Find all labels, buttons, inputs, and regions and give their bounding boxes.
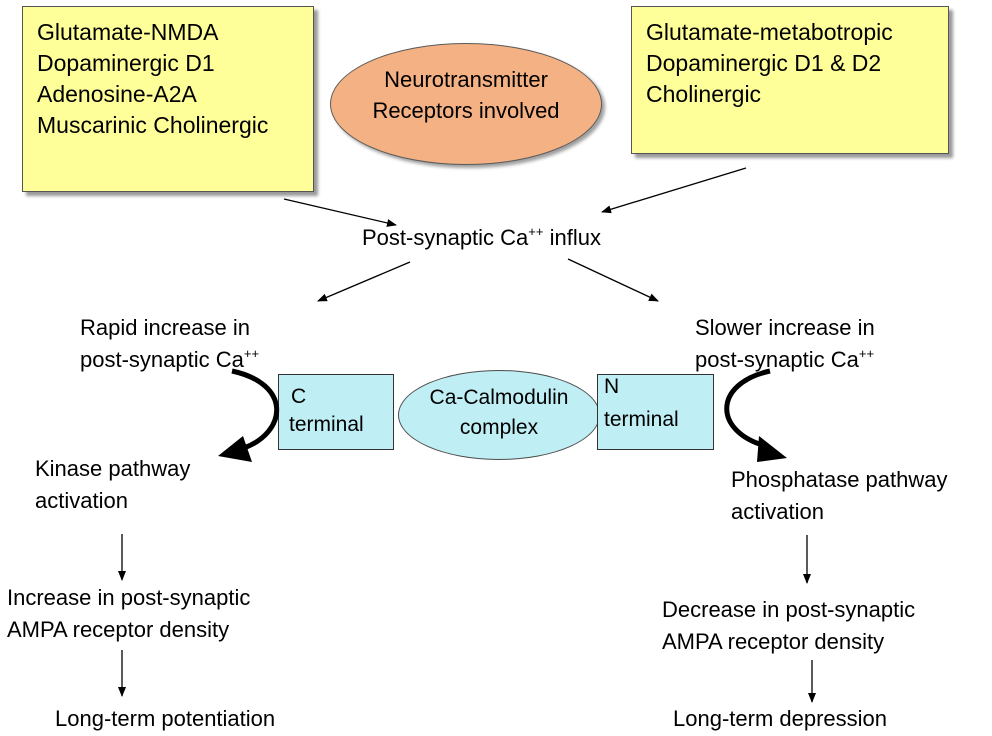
rapid-increase-label: Rapid increase in post-synaptic Ca++ xyxy=(80,315,260,372)
arrow-left-box-to-influx xyxy=(283,198,397,227)
c-terminal-box: C terminal xyxy=(278,374,394,450)
receptor-right-3: Cholinergic xyxy=(646,81,762,107)
receptor-left-2: Dopaminergic D1 xyxy=(37,50,215,76)
receptors-left-box: Glutamate-NMDA Dopaminergic D1 Adenosine… xyxy=(22,6,314,192)
n-terminal-box: N terminal xyxy=(597,374,714,450)
oval-line-1: Neurotransmitter xyxy=(384,67,548,92)
kinase-label: Kinase pathway activation xyxy=(35,456,191,513)
receptor-left-3: Adenosine-A2A xyxy=(37,81,197,107)
arrow-influx-to-slower xyxy=(567,258,659,302)
neurotransmitter-oval: Neurotransmitter Receptors involved xyxy=(330,43,602,165)
slower-increase-label: Slower increase in post-synaptic Ca++ xyxy=(695,315,875,372)
arrow-right-box-to-influx xyxy=(601,167,747,214)
curved-arrow-right-head xyxy=(757,436,787,462)
receptors-right-box: Glutamate-metabotropic Dopaminergic D1 &… xyxy=(631,6,949,154)
ltp-label: Long-term potentiation xyxy=(55,706,276,731)
receptor-right-1: Glutamate-metabotropic xyxy=(646,19,893,45)
influx-label: Post-synaptic Ca++ influx xyxy=(362,224,601,250)
ltd-label: Long-term depression xyxy=(673,706,888,731)
arrow-influx-to-rapid xyxy=(317,261,411,302)
oval-line-2: Receptors involved xyxy=(372,98,560,123)
calmodulin-oval: Ca-Calmodulin complex xyxy=(398,370,600,460)
receptor-left-1: Glutamate-NMDA xyxy=(37,19,219,45)
curved-arrow-left-head xyxy=(218,436,252,462)
decrease-ampa-label: Decrease in post-synaptic AMPA receptor … xyxy=(662,597,916,654)
receptor-left-4: Muscarinic Cholinergic xyxy=(37,112,269,138)
receptor-right-2: Dopaminergic D1 & D2 xyxy=(646,50,882,76)
curved-arrow-left xyxy=(231,368,280,451)
curved-arrow-right xyxy=(724,368,771,449)
phosphatase-label: Phosphatase pathway activation xyxy=(731,467,948,524)
increase-ampa-label: Increase in post-synaptic AMPA receptor … xyxy=(7,585,251,642)
